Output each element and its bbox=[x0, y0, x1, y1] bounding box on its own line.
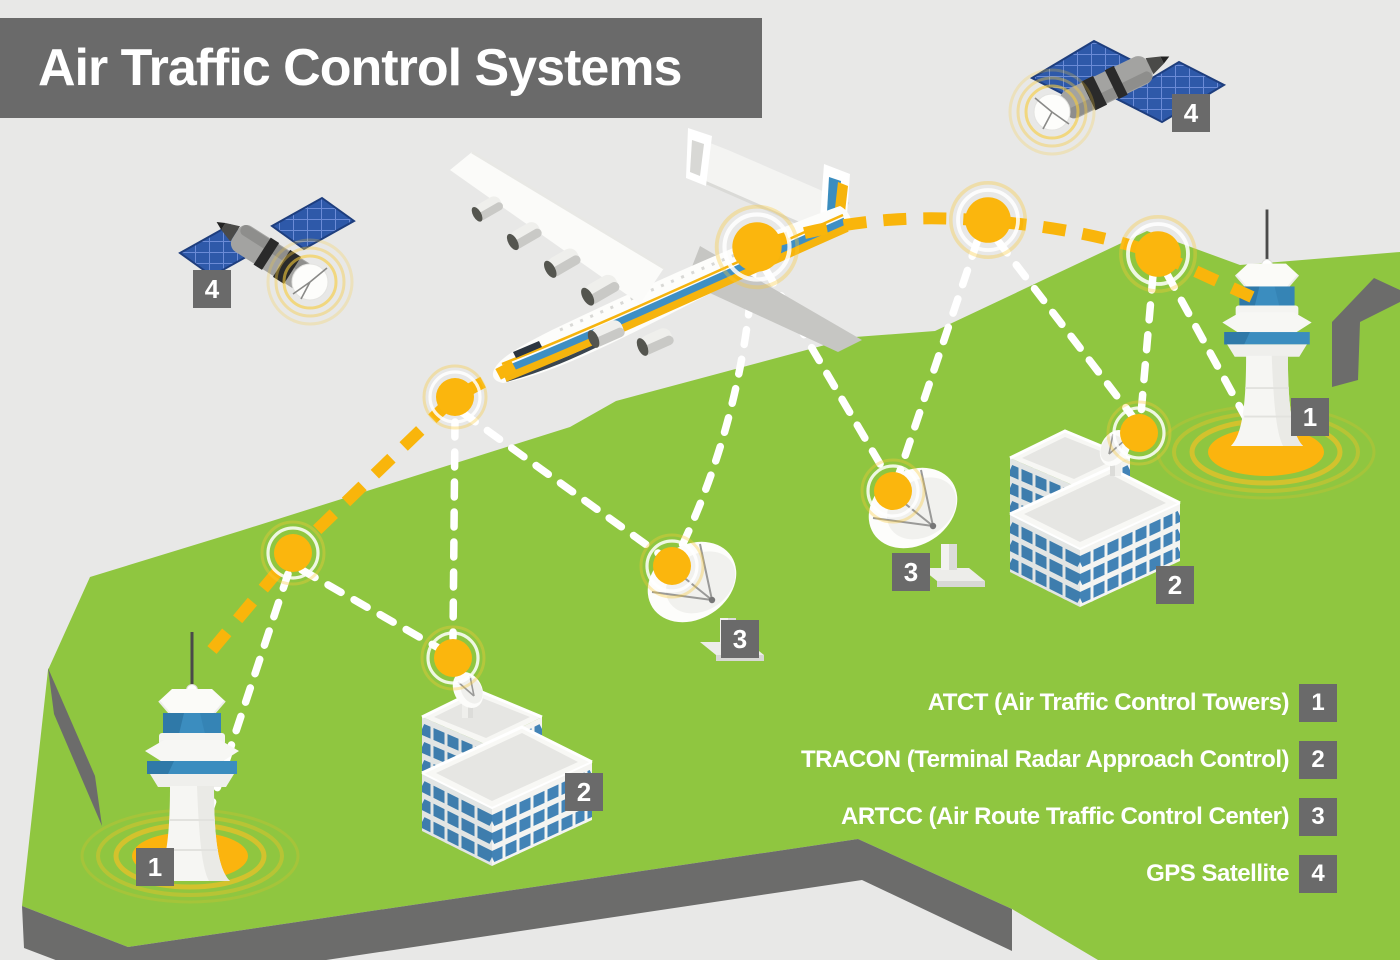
legend-number-tracon: 2 bbox=[1299, 741, 1337, 779]
legend-label-atct: ATCT (Air Traffic Control Towers) bbox=[927, 689, 1290, 716]
marker-artcc-center: 3 bbox=[721, 620, 759, 658]
link-e-tower-right bbox=[1163, 270, 1251, 424]
legend-label-gps: GPS Satellite bbox=[1146, 860, 1289, 887]
title-banner: Air Traffic Control Systems bbox=[0, 18, 762, 118]
right-cliff-notch bbox=[1332, 278, 1400, 387]
marker-satellite-left: 4 bbox=[193, 270, 231, 308]
legend-number-artcc: 3 bbox=[1299, 798, 1337, 836]
link-a-dish-center bbox=[459, 409, 666, 560]
marker-tower-left: 1 bbox=[136, 848, 174, 886]
legend-label-tracon: TRACON (Terminal Radar Approach Control) bbox=[800, 746, 1290, 773]
bottom-cliff bbox=[22, 839, 1012, 960]
marker-tower-right: 1 bbox=[1291, 398, 1329, 436]
legend-number-atct: 1 bbox=[1299, 684, 1337, 722]
airplane bbox=[450, 128, 862, 383]
link-b-tower-left bbox=[198, 570, 292, 838]
marker-tracon-right: 2 bbox=[1156, 566, 1194, 604]
legend: ATCT (Air Traffic Control Towers) 1 TRAC… bbox=[801, 684, 1337, 893]
legend-row-artcc: ARTCC (Air Route Traffic Control Center)… bbox=[841, 798, 1337, 836]
link-d-dish-right bbox=[895, 238, 981, 478]
marker-tracon-left: 2 bbox=[565, 773, 603, 811]
legend-row-gps: GPS Satellite 4 bbox=[1146, 855, 1337, 893]
left-cliff bbox=[48, 668, 102, 826]
legend-label-artcc: ARTCC (Air Route Traffic Control Center) bbox=[841, 803, 1290, 830]
legend-row-atct: ATCT (Air Traffic Control Towers) 1 bbox=[928, 684, 1337, 722]
marker-artcc-right: 3 bbox=[892, 553, 930, 591]
link-a-building-left bbox=[449, 418, 459, 642]
gps-satellite-left bbox=[178, 196, 356, 326]
gps-satellite-right bbox=[1008, 39, 1227, 156]
link-d-building-right bbox=[994, 237, 1137, 421]
page-title: Air Traffic Control Systems bbox=[38, 39, 682, 97]
link-e-building-right bbox=[1137, 271, 1157, 418]
legend-row-tracon: TRACON (Terminal Radar Approach Control)… bbox=[801, 741, 1337, 779]
marker-satellite-right: 4 bbox=[1172, 94, 1210, 132]
link-b-building-left bbox=[298, 566, 446, 654]
legend-number-gps: 4 bbox=[1299, 855, 1337, 893]
